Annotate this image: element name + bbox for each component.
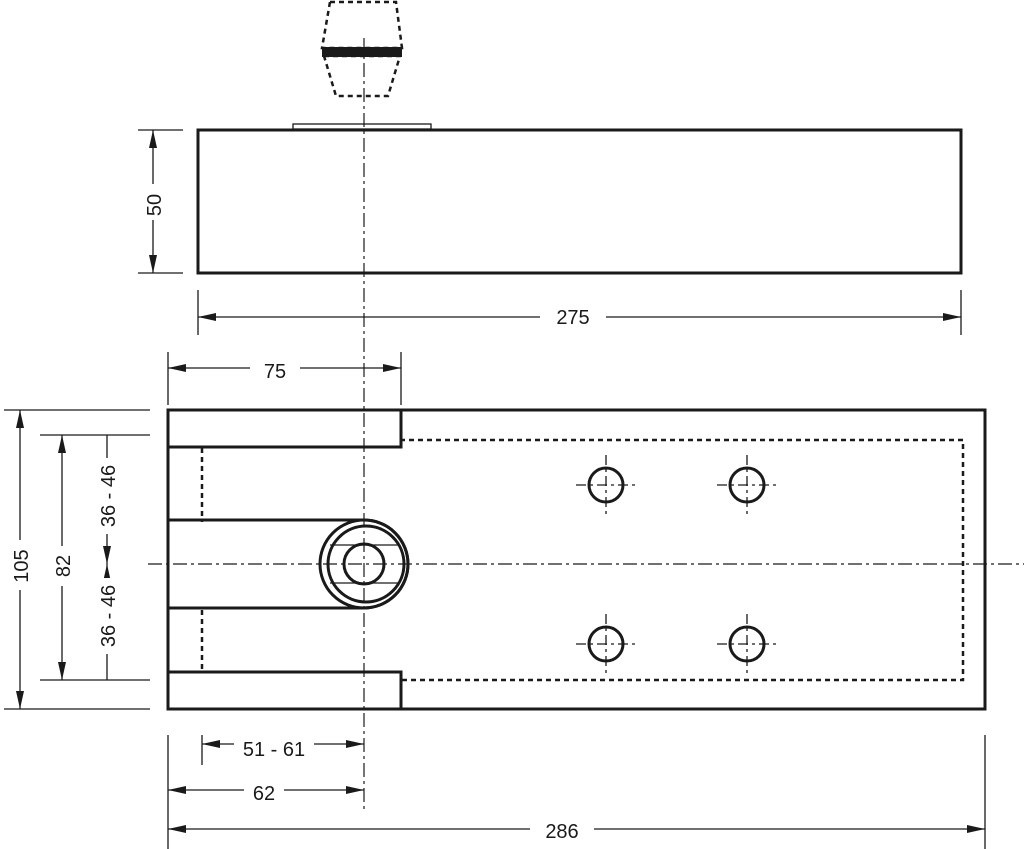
side-view: 50 275 xyxy=(138,0,963,335)
dim-label-82: 82 xyxy=(53,555,75,577)
dim-label-286: 286 xyxy=(545,821,578,843)
side-body xyxy=(196,128,963,275)
dim-label-275: 275 xyxy=(556,307,589,329)
dimension-offset-51-61: 51 - 61 xyxy=(201,731,364,765)
dimension-length-275: 275 xyxy=(197,290,962,335)
mounting-hole xyxy=(576,614,636,674)
mounting-hole xyxy=(717,455,777,515)
left-recess xyxy=(168,410,410,709)
dim-label-range-upper: 36 - 46 xyxy=(98,465,120,527)
dim-label-75: 75 xyxy=(264,361,286,383)
top-plate xyxy=(292,123,432,130)
dim-label-range-lower: 36 - 46 xyxy=(98,585,120,647)
mounting-hole xyxy=(717,614,777,674)
dim-label-105: 105 xyxy=(11,549,33,582)
dimension-width-75: 75 xyxy=(167,352,402,405)
dim-label-51-61: 51 - 61 xyxy=(243,739,305,761)
dimension-length-286: 286 xyxy=(168,735,986,849)
mounting-hole xyxy=(576,455,636,515)
dimension-width-105: 105 xyxy=(4,409,150,710)
dim-label-50: 50 xyxy=(144,194,166,216)
spindle-outline xyxy=(320,0,404,98)
dimension-range-lower: 36 - 46 xyxy=(94,564,120,680)
dim-label-62: 62 xyxy=(253,783,275,805)
dimension-offset-62: 62 xyxy=(167,735,364,849)
spindle-knurl xyxy=(322,47,402,57)
dimension-height-50: 50 xyxy=(138,129,183,274)
dimension-width-82: 82 xyxy=(40,434,150,681)
outer-body xyxy=(166,408,987,711)
dimension-range-upper: 36 - 46 xyxy=(94,435,120,564)
top-view: 75 105 82 36 - 46 xyxy=(4,352,987,849)
